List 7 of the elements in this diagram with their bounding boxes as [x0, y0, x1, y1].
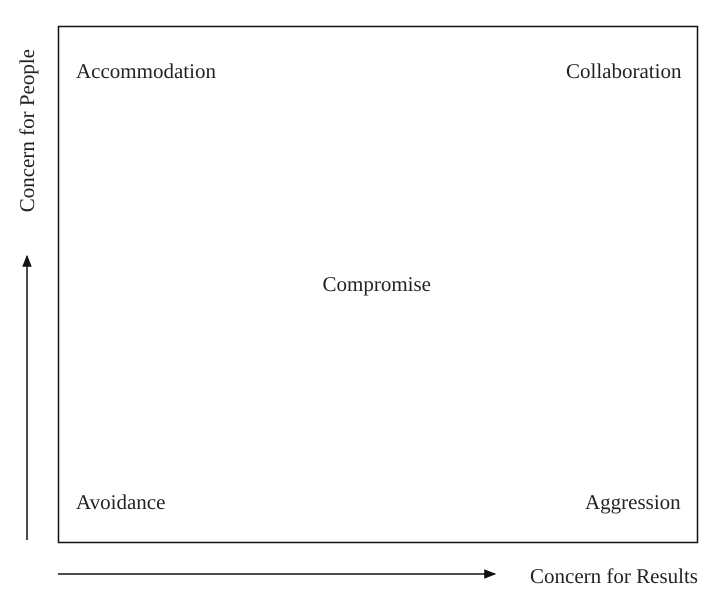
quadrant-label: Collaboration [566, 61, 682, 82]
axis-label: Concern for People [16, 48, 38, 212]
quadrant-label: Aggression [585, 492, 681, 513]
center-label: Compromise [322, 274, 431, 295]
quadrant-label: Avoidance [76, 492, 166, 513]
axis-label: Concern for Results [530, 566, 698, 587]
quadrant-label: Accommodation [76, 61, 216, 82]
